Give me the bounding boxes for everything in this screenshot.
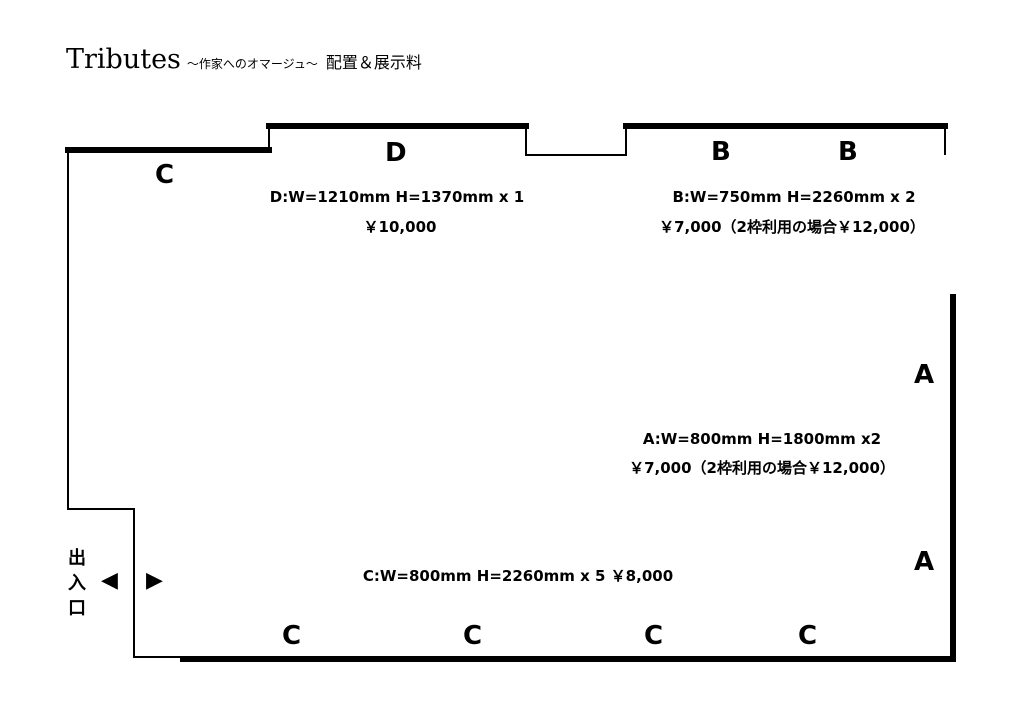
zone-label-a-2: A	[914, 547, 935, 577]
title-main: Tributes	[66, 44, 181, 75]
page-title: Tributes 〜作家へのオマージュ〜配置＆展示料	[66, 44, 422, 75]
entrance-label: 出 入 口	[66, 546, 88, 621]
entrance-char-2: 入	[68, 573, 86, 594]
title-subtitle: 〜作家へのオマージュ〜	[186, 57, 318, 71]
entrance-char-3: 口	[68, 598, 86, 619]
zone-label-c-top: C	[155, 160, 175, 190]
entrance-char-1: 出	[68, 548, 86, 569]
zone-label-a-1: A	[914, 360, 935, 390]
zone-label-d: D	[385, 138, 407, 168]
title-tail: 配置＆展示料	[325, 53, 422, 72]
zone-label-c-3: C	[644, 621, 664, 651]
spec-a-price: ￥7,000（2枠利用の場合￥12,000）	[629, 459, 895, 477]
entrance-arrow-left-icon: ◀	[101, 568, 118, 593]
spec-d-size: D:W=1210mm H=1370mm x 1	[269, 188, 525, 206]
zone-label-c-2: C	[463, 621, 483, 651]
spec-c: C:W=800mm H=2260mm x 5 ￥8,000	[362, 567, 674, 585]
entrance-arrow-right-icon: ▶	[146, 568, 163, 593]
zone-label-c-4: C	[798, 621, 818, 651]
wall-left	[67, 150, 183, 658]
spec-d-price: ￥10,000	[363, 218, 437, 236]
spec-a-size: A:W=800mm H=1800mm x2	[642, 430, 882, 448]
spec-b-price: ￥7,000（2枠利用の場合￥12,000）	[659, 218, 925, 236]
spec-b-size: B:W=750mm H=2260mm x 2	[672, 188, 916, 206]
wall-top-gap	[525, 126, 627, 156]
zone-label-b-1: B	[711, 137, 731, 167]
zone-label-c-1: C	[282, 621, 302, 651]
zone-label-b-2: B	[838, 137, 858, 167]
